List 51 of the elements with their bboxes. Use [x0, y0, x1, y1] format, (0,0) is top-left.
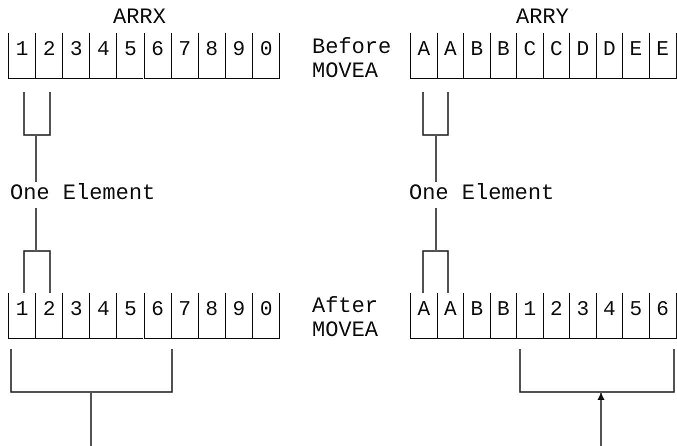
array-cell: A	[410, 293, 436, 339]
note-text: One Element	[409, 182, 556, 206]
array-cell: 9	[224, 293, 252, 339]
array-cell: 5	[116, 33, 144, 79]
note-text: One Element	[10, 182, 156, 206]
array-cell: 1	[8, 33, 36, 79]
array-cell: D	[569, 33, 596, 79]
array-cell: A	[436, 33, 463, 79]
array-cell: 4	[89, 33, 116, 79]
leader-line	[90, 393, 92, 446]
array-cell: B	[463, 33, 490, 79]
array-cell: 6	[648, 293, 676, 339]
array-cell: E	[648, 33, 676, 79]
array-cell: 2	[35, 293, 62, 339]
array-cell: 2	[35, 33, 62, 79]
leader-line	[435, 208, 437, 250]
array-cell: 6	[144, 293, 171, 339]
array-cell: B	[463, 293, 490, 339]
array-cell: A	[436, 293, 463, 339]
array-cell: 4	[89, 293, 116, 339]
array-cell: 0	[252, 33, 280, 79]
array-name: ARRX	[113, 6, 167, 30]
array-cell: B	[490, 33, 516, 79]
array-cell: 8	[198, 293, 225, 339]
array-cell: 6	[144, 33, 171, 79]
array-cell: 5	[116, 293, 144, 339]
step-label: After MOVEA	[312, 295, 380, 343]
leader-line	[435, 136, 437, 182]
array-cell: 8	[198, 33, 225, 79]
array-cell: C	[542, 33, 569, 79]
array-cell: 2	[542, 293, 569, 339]
array-cell: 1	[516, 293, 542, 339]
array-cell: 0	[252, 293, 280, 339]
leader-line	[35, 136, 37, 182]
array-cell: 4	[596, 293, 622, 339]
arrow	[598, 393, 604, 446]
array-cell: 5	[622, 293, 648, 339]
array-cell: 1	[8, 293, 36, 339]
array-cell: 3	[569, 293, 596, 339]
array-cell: 9	[224, 33, 252, 79]
array-cell: 3	[62, 293, 90, 339]
array-cell: C	[516, 33, 542, 79]
leader-line	[35, 208, 37, 250]
array-name: ARRY	[516, 6, 570, 30]
array-cell: D	[596, 33, 622, 79]
array-cell: 7	[170, 293, 198, 339]
array-cell: B	[490, 293, 516, 339]
array-cell: 3	[62, 33, 90, 79]
array-cell: A	[410, 33, 436, 79]
array-cell: E	[622, 33, 648, 79]
array-cell: 7	[170, 33, 198, 79]
